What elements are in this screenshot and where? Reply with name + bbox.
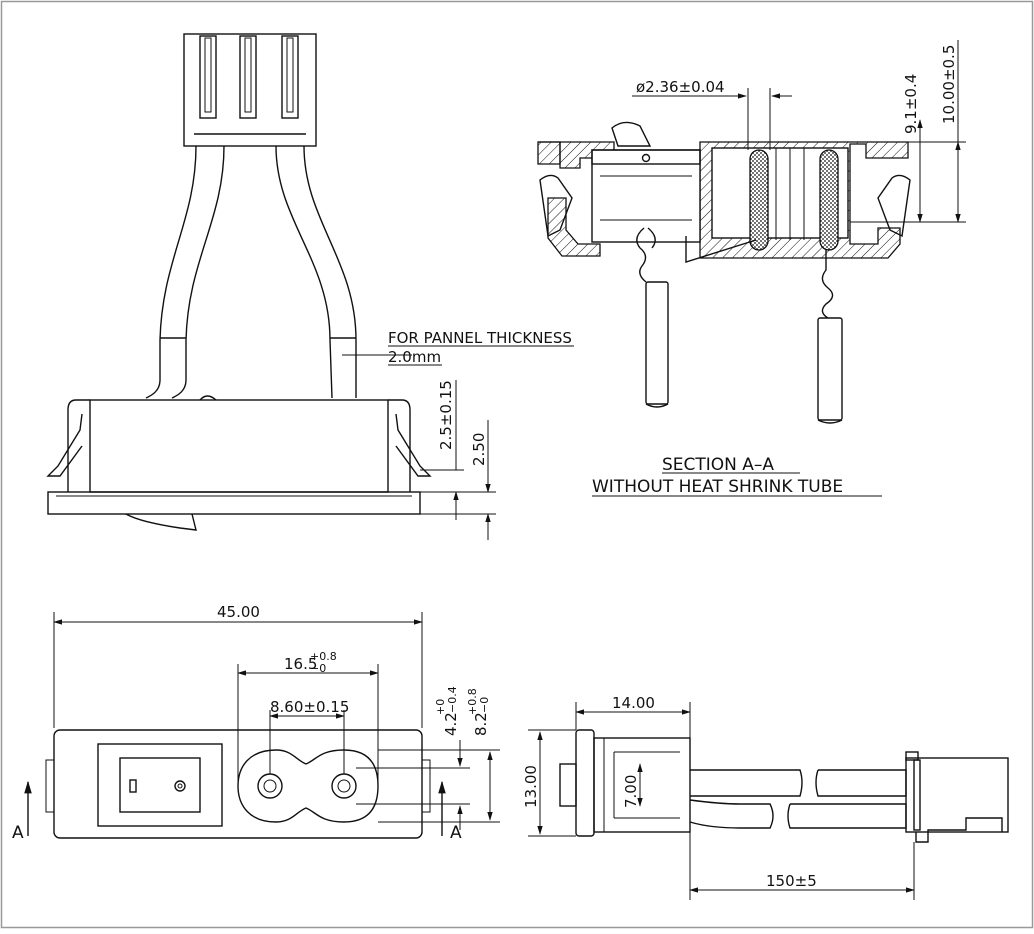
side-view: 14.00 13.00 7.00 150±5 — [522, 694, 1009, 900]
dim-total-height: 10.00±0.5 — [940, 45, 958, 124]
dim-side-height: 13.00 — [522, 765, 540, 808]
dim-82-tol-bottom: −0 — [478, 697, 491, 713]
section-a-a: ø2.36±0.04 9.1±0.4 10.00±0.5 SECTION A–A… — [537, 40, 966, 497]
dim-width: 45.00 — [217, 603, 260, 621]
rocker-off-mark — [129, 779, 137, 793]
rocker-face — [97, 743, 223, 827]
dim-42: 4.2 — [442, 712, 460, 736]
dim-socket-tol-top: +0.8 — [310, 650, 337, 663]
socket-pin-right — [819, 149, 839, 251]
dim-pin-diameter: ø2.36±0.04 — [636, 78, 725, 96]
dim-socket-tol-bottom: −0 — [310, 662, 326, 675]
section-subtitle: WITHOUT HEAT SHRINK TUBE — [592, 477, 843, 497]
side-body — [593, 737, 691, 833]
section-mark-right: A — [450, 823, 462, 843]
dim-thickness: 2.50 — [470, 433, 488, 466]
rocker-on-mark — [174, 780, 186, 792]
dim-cable-length: 150±5 — [766, 872, 817, 890]
dim-thickness-tol: 2.5±0.15 — [437, 380, 455, 450]
iec-socket — [237, 749, 379, 823]
dim-42-tol-bottom: −0.4 — [446, 686, 459, 713]
rocker-switch-section — [591, 121, 701, 243]
rocker-top — [199, 395, 217, 401]
dim-socket-width: 16.5 — [284, 655, 317, 673]
dim-depth: 14.00 — [612, 694, 655, 712]
panel-thickness-value: 2.0mm — [388, 348, 441, 366]
section-mark-left: A — [12, 823, 24, 843]
panel-thickness-note: FOR PANNEL THICKNESS — [388, 329, 572, 347]
end-connector — [905, 751, 1009, 843]
wire-bundle — [145, 145, 357, 399]
dim-pin-height: 9.1±0.4 — [902, 74, 920, 134]
dim-side-inner: 7.00 — [622, 775, 640, 808]
top-view: FOR PANNEL THICKNESS 2.0mm 2.5±0.15 2.50 — [46, 33, 574, 540]
front-view: 45.00 16.5 +0.8 −0 8.60±0.15 4.2 +0 −0.4… — [12, 603, 500, 843]
switch-body — [46, 399, 432, 531]
socket-pin-left — [749, 149, 769, 251]
dim-42-tol-top: +0 — [434, 699, 447, 715]
section-title: SECTION A–A — [662, 455, 774, 475]
socket-pin-hole-right — [331, 773, 357, 799]
dim-82: 8.2 — [472, 712, 490, 736]
dim-82-tol-top: +0.8 — [466, 688, 479, 715]
side-flange — [575, 729, 595, 837]
wire-connector — [183, 33, 317, 147]
dim-pin-pitch: 8.60±0.15 — [270, 698, 349, 716]
socket-pin-hole-left — [257, 773, 283, 799]
